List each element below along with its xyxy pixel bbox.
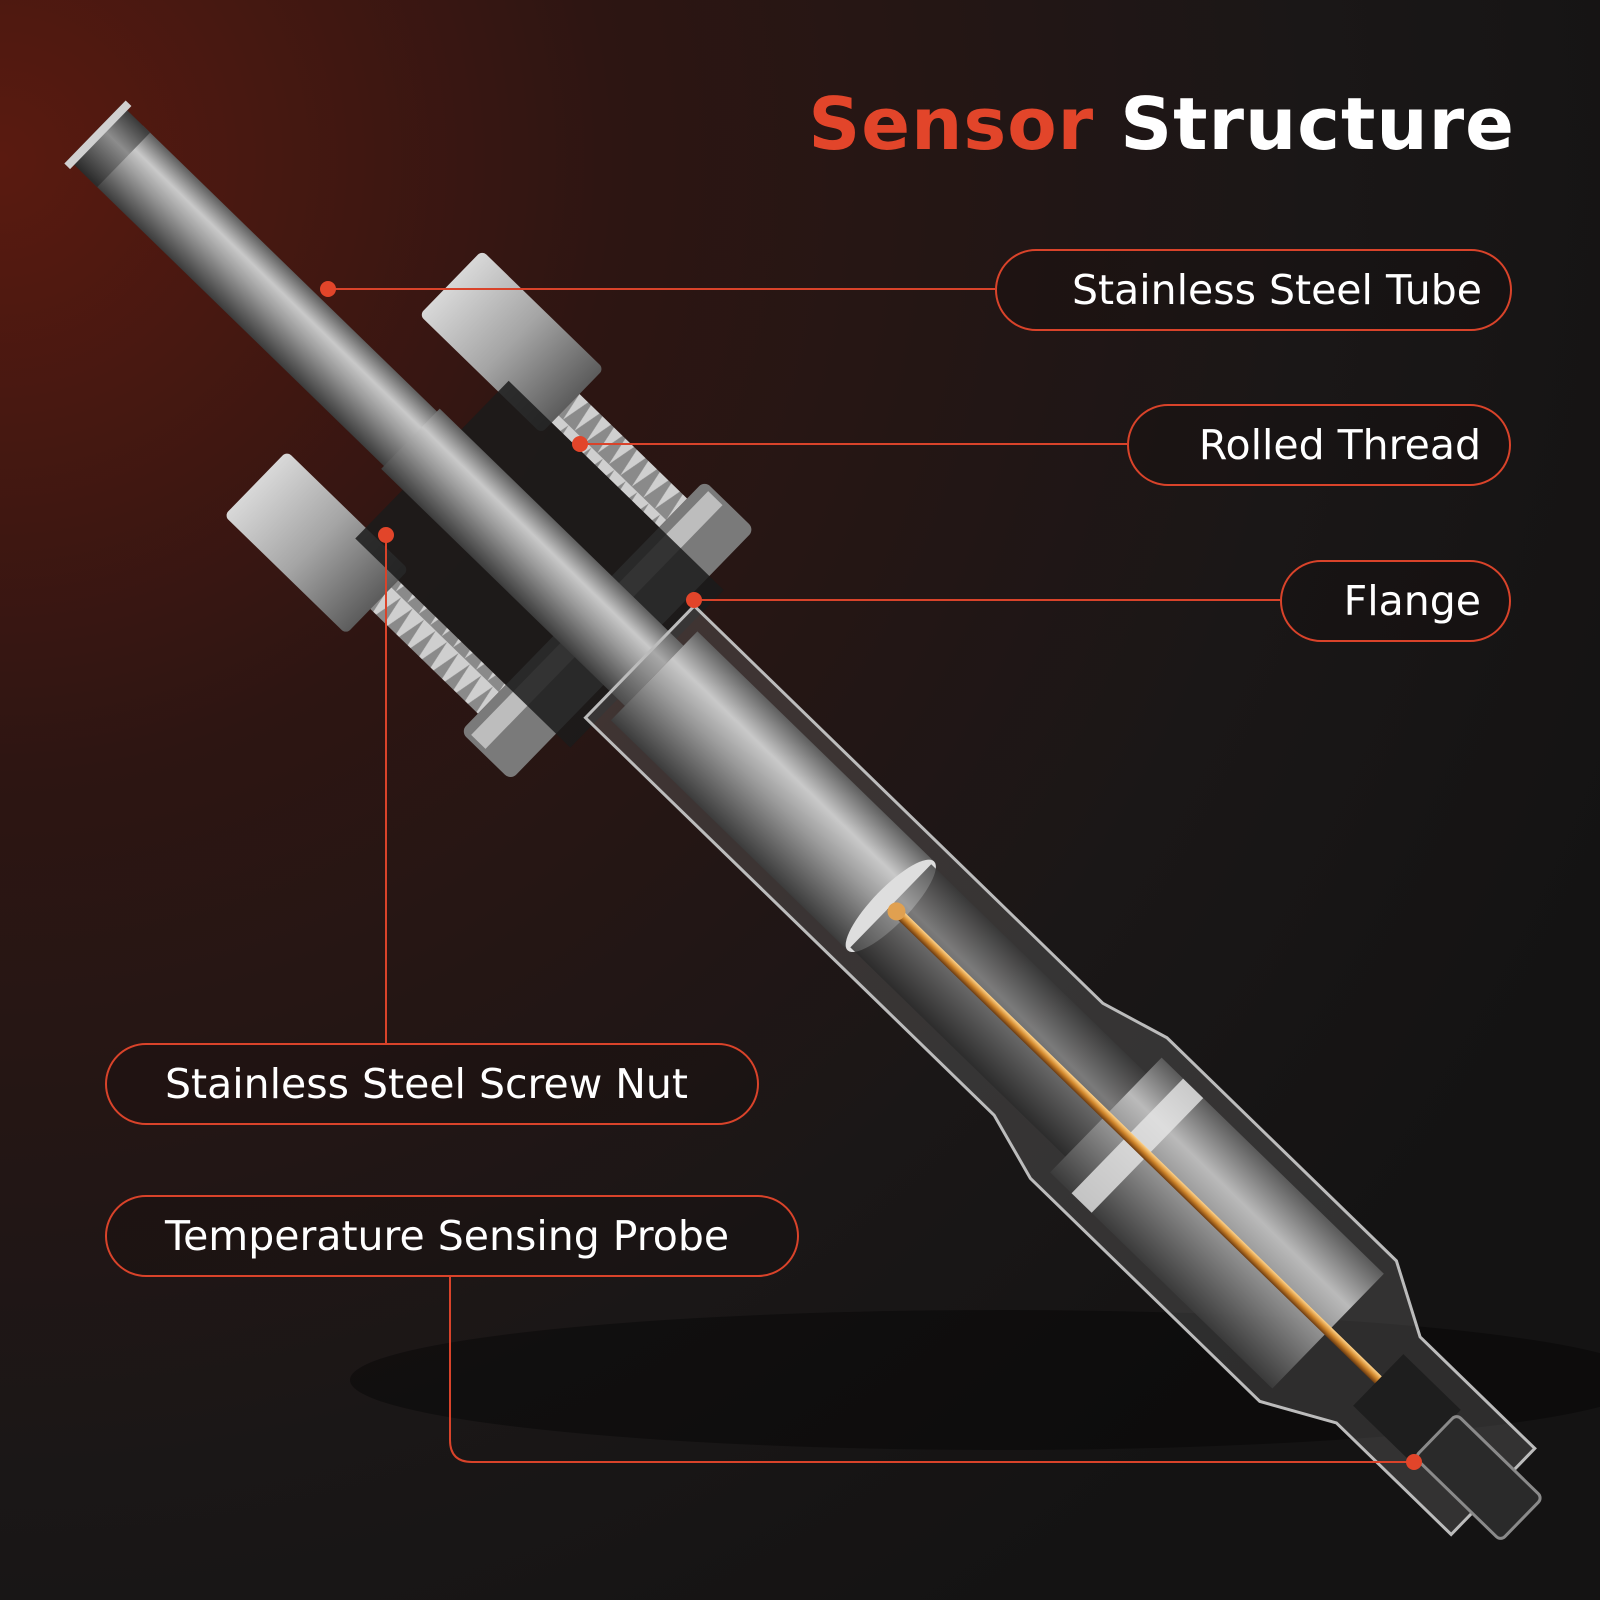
dot-thread [572,436,588,452]
dot-probe [1406,1454,1422,1470]
nut-upper [421,252,602,431]
thread-upper [551,393,688,528]
page-title: Sensor Structure [808,82,1515,166]
label-stainless-steel-screw-nut: Stainless Steel Screw Nut [105,1043,759,1125]
probe-tip [1415,1415,1542,1540]
tube-lip [64,100,132,170]
dot-flange [686,592,702,608]
steel-tube-rear [90,125,459,487]
label-flange: Flange [1280,560,1511,642]
label-stainless-steel-tube: Stainless Steel Tube [995,249,1512,331]
thermocouple-wire [887,902,1411,1412]
anchor-dots [320,281,1422,1470]
title-accent: Sensor [808,82,1095,166]
thread-lower [370,580,506,714]
dot-nut [378,527,394,543]
mid-body [610,631,934,951]
steel-tube-inner [381,408,684,706]
nut-lower [226,453,407,632]
title-main: Structure [1120,82,1515,166]
label-rolled-thread: Rolled Thread [1127,404,1511,486]
probe-insulator [1353,1354,1461,1462]
wire-joint [887,902,906,921]
leader-lines [328,288,1414,1463]
tube-end [68,104,151,188]
label-temperature-sensing-probe: Temperature Sensing Probe [105,1195,799,1277]
leader-probe [449,1277,1414,1463]
dot-tube [320,281,336,297]
